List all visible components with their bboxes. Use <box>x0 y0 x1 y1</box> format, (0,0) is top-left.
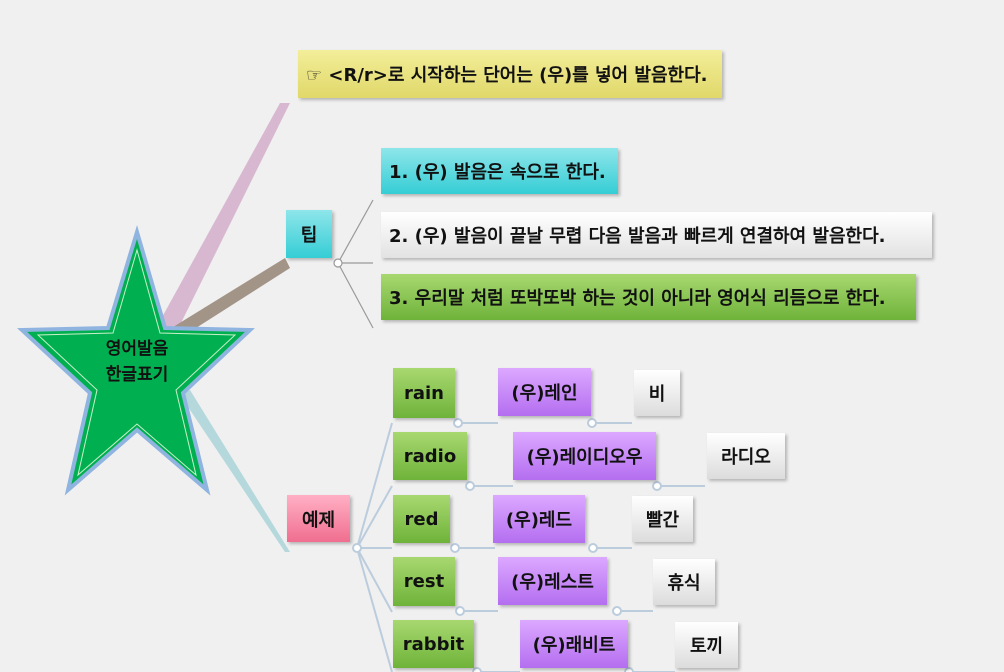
example-word[interactable]: red <box>393 495 450 543</box>
examples-node[interactable]: 예제 <box>287 495 350 542</box>
connector-knob <box>588 543 598 553</box>
connector-knob <box>453 418 463 428</box>
connector-knob <box>450 543 460 553</box>
example-pronunciation[interactable]: (우)레인 <box>498 368 591 416</box>
example-word[interactable]: rain <box>393 368 455 418</box>
tip-item-2[interactable]: 2. (우) 발음이 끝날 무렵 다음 발음과 빠르게 연결하여 발음한다. <box>381 212 932 258</box>
example-meaning[interactable]: 라디오 <box>707 433 785 479</box>
central-star <box>17 224 255 496</box>
connector-knob <box>455 606 465 616</box>
example-pronunciation[interactable]: (우)래비트 <box>520 620 628 668</box>
example-meaning[interactable]: 비 <box>634 370 680 416</box>
example-word[interactable]: rabbit <box>393 620 474 668</box>
tip-item-1[interactable]: 1. (우) 발음은 속으로 한다. <box>381 148 618 194</box>
example-pronunciation[interactable]: (우)레스트 <box>498 557 607 605</box>
connector-knob <box>652 481 662 491</box>
connector-knob <box>465 481 475 491</box>
central-topic[interactable]: 영어발음 한글표기 <box>105 339 169 385</box>
connector-knob <box>472 667 482 672</box>
connector-knob <box>624 667 634 672</box>
example-word[interactable]: radio <box>393 432 467 480</box>
example-word[interactable]: rest <box>393 557 455 606</box>
connector-knob <box>612 606 622 616</box>
tips-node[interactable]: 팁 <box>286 210 332 258</box>
example-meaning[interactable]: 빨간 <box>632 496 693 542</box>
connector-knob <box>587 418 597 428</box>
example-meaning[interactable]: 토끼 <box>675 622 738 668</box>
example-pronunciation[interactable]: (우)레드 <box>493 495 585 543</box>
tip-item-3[interactable]: 3. 우리말 처럼 또박또박 하는 것이 아니라 영어식 리듬으로 한다. <box>381 274 916 320</box>
example-meaning[interactable]: 휴식 <box>653 559 715 605</box>
rule-node[interactable]: ☞ <R/r>로 시작하는 단어는 (우)를 넣어 발음한다. <box>298 50 722 98</box>
example-pronunciation[interactable]: (우)레이디오우 <box>513 432 656 480</box>
